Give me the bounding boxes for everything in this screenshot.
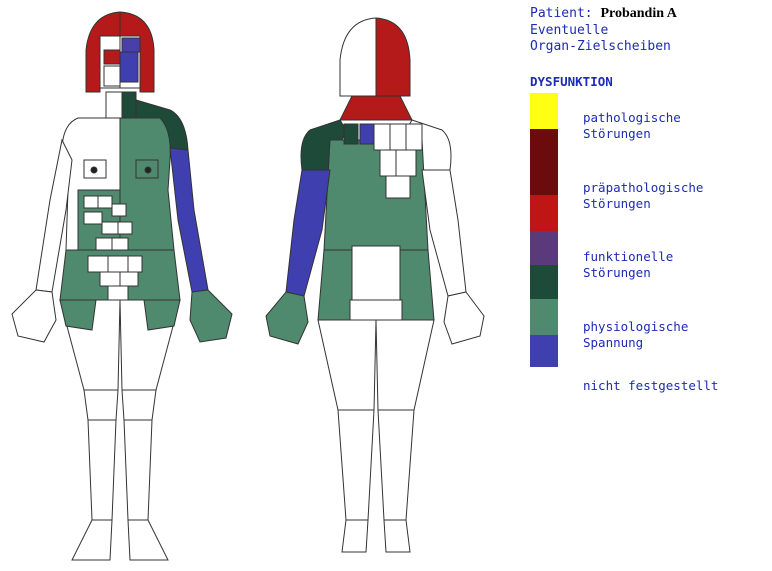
legend-item-funktionell: funktionelle Störungen <box>583 249 673 281</box>
legend-swatch-blue <box>530 335 558 367</box>
patient-name: Probandin A <box>600 6 676 21</box>
back-thigh-left <box>318 320 376 410</box>
legend-swatch-sea-green <box>530 299 558 335</box>
patient-label: Patient: <box>530 6 593 21</box>
legend-item-funktionell-line2: Störungen <box>583 265 673 281</box>
legend-item-pathologisch-line2: Störungen <box>583 126 681 142</box>
legend-item-physiologisch-line2: Spannung <box>583 335 688 351</box>
legend-item-pathologisch-line1: pathologische <box>583 110 681 126</box>
back-hair-right <box>376 18 410 96</box>
back-foot-left <box>342 520 368 552</box>
front-body-figure <box>12 12 232 560</box>
legend-item-praepathologisch-line1: präpathologische <box>583 180 703 196</box>
back-hand-right <box>444 292 484 344</box>
back-calf-right <box>378 410 414 520</box>
back-calf-left <box>338 410 374 520</box>
legend-item-funktionell-line1: funktionelle <box>583 249 673 265</box>
back-body-figure <box>266 18 484 552</box>
front-knee-right <box>84 390 118 420</box>
front-shin-left <box>124 420 152 520</box>
back-upper-cell-dark <box>344 124 358 144</box>
patient-line: Patient: Probandin A <box>530 6 677 22</box>
legend-title: DYSFUNKTION <box>530 74 613 89</box>
front-foot-left <box>128 520 168 560</box>
front-neck-right <box>106 92 122 118</box>
legend-item-physiologisch-line1: physiologische <box>583 319 688 335</box>
front-hip-green-right <box>60 300 96 330</box>
front-cheek-blue <box>120 52 138 82</box>
front-nipple-right <box>91 167 97 173</box>
front-hand-left <box>190 290 232 342</box>
front-forehead-mark <box>122 38 140 52</box>
legend-item-nicht-festgestellt-line1: nicht festgestellt <box>583 378 718 394</box>
legend-item-nicht-festgestellt: nicht festgestellt <box>583 378 718 394</box>
front-hip-green-left <box>144 300 180 330</box>
legend-item-praepathologisch-line2: Störungen <box>583 196 703 212</box>
front-hand-right <box>12 290 56 342</box>
front-cheek-red <box>104 50 120 64</box>
body-diagram <box>0 0 520 571</box>
back-neck <box>340 96 412 120</box>
legend-item-physiologisch: physiologische Spannung <box>583 319 688 351</box>
legend-swatch-dark-green <box>530 265 558 299</box>
back-sacrum-cell <box>352 246 400 302</box>
legend-item-praepathologisch: präpathologische Störungen <box>583 180 703 212</box>
front-nipple-left <box>145 167 151 173</box>
back-foot-right <box>384 520 410 552</box>
back-upper-cell-blue <box>360 124 374 144</box>
back-thigh-right <box>376 320 434 410</box>
legend-item-pathologisch: pathologische Störungen <box>583 110 681 142</box>
front-chin <box>104 66 120 86</box>
front-knee-left <box>122 390 156 420</box>
front-foot-right <box>72 520 112 560</box>
back-hand-left <box>266 292 308 344</box>
subtitle-line-1: Eventuelle <box>530 23 608 39</box>
subtitle-line-2: Organ-Zielscheiben <box>530 39 671 55</box>
back-buttocks <box>350 300 402 320</box>
legend-swatch-purple <box>530 231 558 265</box>
back-hair-left <box>340 18 376 96</box>
legend-color-bar <box>530 93 558 367</box>
front-shin-right <box>88 420 116 520</box>
legend-swatch-yellow <box>530 93 558 129</box>
legend-swatch-red <box>530 195 558 231</box>
legend-swatch-dark-red <box>530 129 558 195</box>
front-neck-left <box>122 92 136 118</box>
